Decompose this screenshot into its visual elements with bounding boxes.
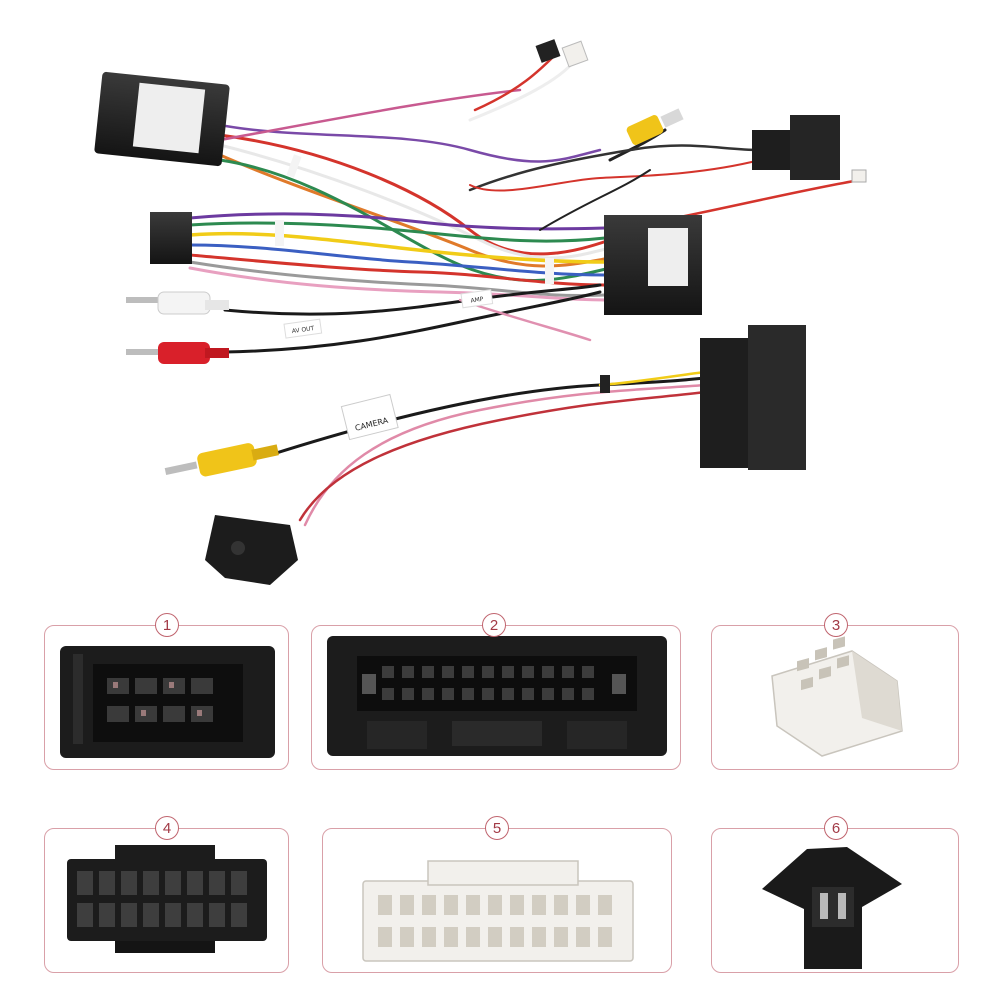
connector-5-image [362, 860, 634, 962]
iso-connector-left [150, 212, 192, 264]
can-bus-decoder-box [94, 71, 230, 167]
connector-panel-5: 5 [322, 816, 672, 973]
rca-camera-yellow [164, 443, 279, 477]
connector-4-image [67, 845, 267, 953]
connector-panel-6: 6 [711, 816, 959, 973]
main-harness-connector [604, 215, 702, 315]
rca-red [126, 342, 229, 364]
rca-white [126, 291, 229, 315]
connector-2-image [327, 636, 667, 756]
connector-1-image [60, 646, 275, 758]
connector-3-image [771, 636, 903, 757]
quadlock-connector [700, 325, 806, 470]
panel-5-number-badge: 5 [485, 816, 509, 840]
rca-tag-1: AV OUT [291, 325, 315, 335]
connector-panel-3: 3 [711, 613, 959, 770]
connector-panel-4: 4 [44, 816, 289, 973]
wiring-harness-illustration: CAMERA AV OUT AMP [94, 39, 867, 585]
rca-tag-2: AMP [470, 296, 484, 305]
connector-panel-1: 1 [44, 613, 289, 770]
connector-panel-2: 2 [311, 613, 681, 770]
connector-6-image [762, 847, 902, 969]
rca-yellow-top [626, 108, 684, 145]
panel-1-number-badge: 1 [155, 613, 179, 637]
panel-2-number-badge: 2 [482, 613, 506, 637]
panel-6-number-badge: 6 [824, 816, 848, 840]
panel-3-number-badge: 3 [824, 613, 848, 637]
fakra-connector [205, 515, 298, 585]
panel-4-number-badge: 4 [155, 816, 179, 840]
